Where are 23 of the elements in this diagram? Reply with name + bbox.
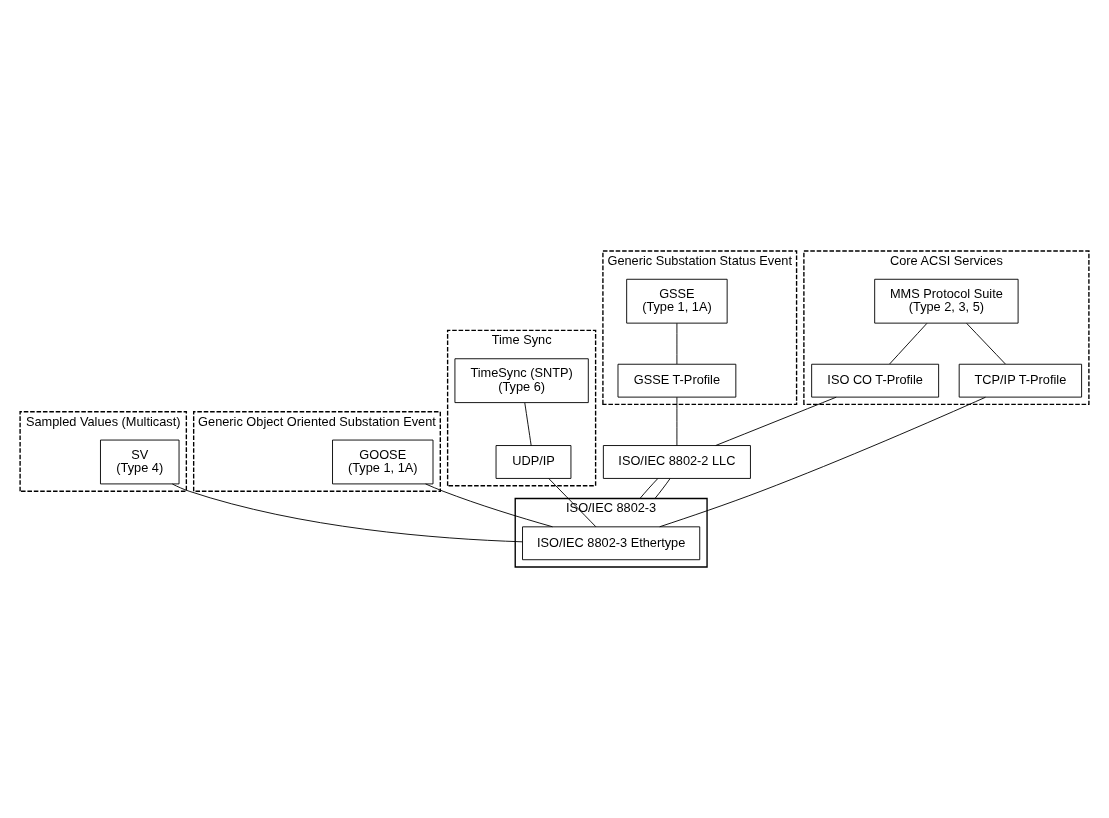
node-box: TimeSync (SNTP) (Type 6) [454,358,589,404]
connector [548,478,597,528]
connector [676,396,678,446]
node-box: MMS Protocol Suite (Type 2, 3, 5) [874,278,1019,324]
connector [524,402,532,446]
node-box: UDP/IP [495,445,572,479]
connector [425,483,553,528]
node-box: GOOSE (Type 1, 1A) [332,439,434,485]
connector [654,478,671,499]
connector [889,322,928,365]
connector [659,396,986,528]
node-box: SV (Type 4) [100,439,180,485]
connector [966,322,1006,365]
node-box: TCP/IP T-Profile [958,363,1083,398]
node-box: ISO/IEC 8802-2 LLC [602,445,751,479]
connector [639,478,659,499]
node-box: GSSE T-Profile [617,363,737,398]
connector [715,396,837,446]
connector [171,483,523,543]
node-box: ISO/IEC 8802-3 Ethertype [522,526,701,561]
node-box: ISO CO T-Profile [811,363,940,398]
node-box: GSSE (Type 1, 1A) [626,278,728,324]
connector [676,322,678,365]
